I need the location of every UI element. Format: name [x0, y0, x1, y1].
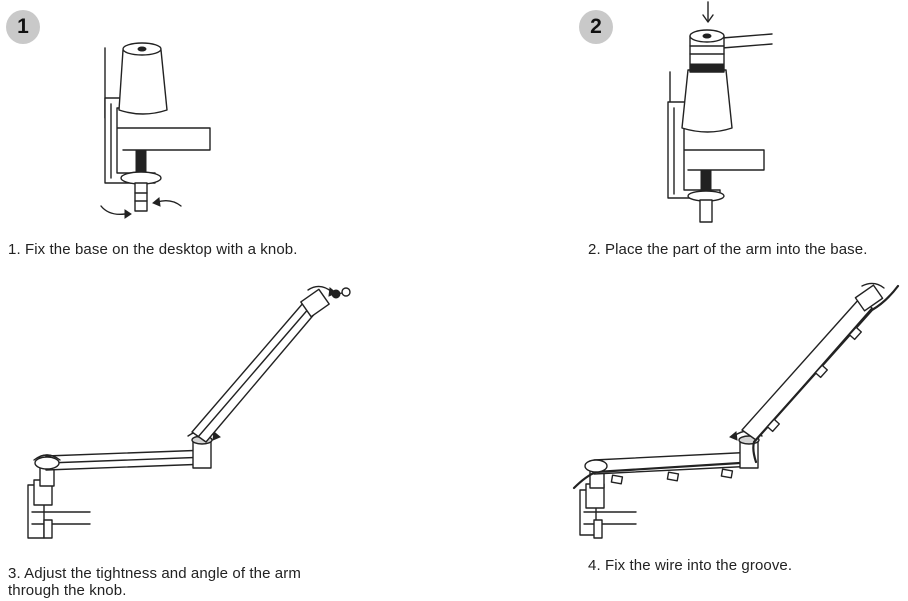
step-2-caption: 2. Place the part of the arm into the ba…: [588, 241, 868, 258]
step-3-illustration: [20, 280, 360, 550]
step-4-illustration: [572, 280, 908, 545]
step-1-badge: 1: [6, 10, 40, 44]
step-4-caption: 4. Fix the wire into the groove.: [588, 557, 793, 574]
step-3-caption-line-2: through the knob.: [8, 582, 127, 599]
step-2-illustration: [660, 0, 775, 225]
step-3-caption-line-1: 3. Adjust the tightness and angle of the…: [8, 565, 301, 582]
step-1-illustration: [95, 38, 225, 223]
step-1-caption: 1. Fix the base on the desktop with a kn…: [8, 241, 298, 258]
step-2-badge: 2: [579, 10, 613, 44]
